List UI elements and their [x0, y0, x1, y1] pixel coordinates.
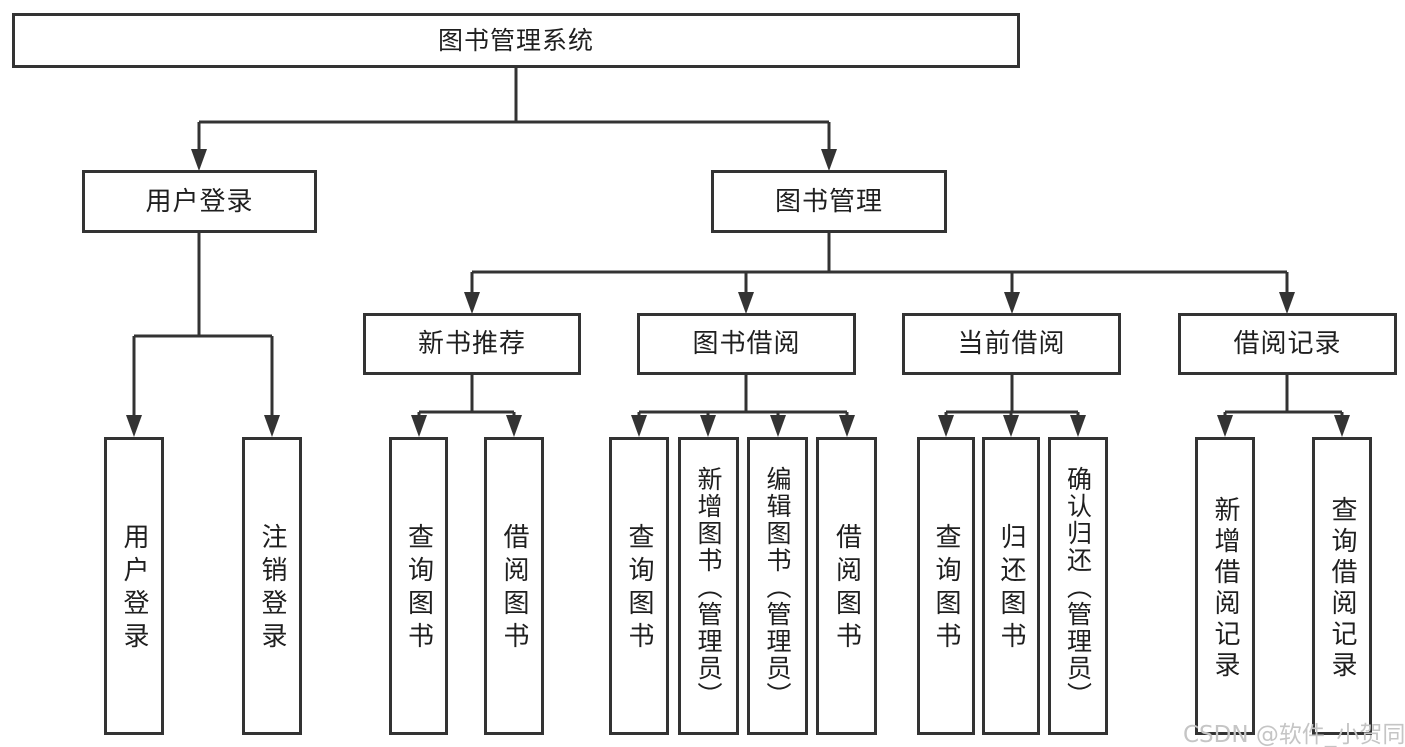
- arrowhead-icon: [191, 149, 207, 171]
- leaf-user-login: 用户登录: [104, 437, 164, 735]
- watermark-text: CSDN @软件_小贺同学: [1183, 722, 1405, 747]
- node-root: 图书管理系统: [12, 13, 1020, 68]
- leaf-borrow-books: 借阅图书: [816, 437, 877, 735]
- leaf-query-books-borrow: 查询图书: [609, 437, 669, 735]
- leaf-query-borrow-record: 查询借阅记录: [1312, 437, 1372, 735]
- leaf-edit-book-admin: 编辑图书（管理员）: [747, 437, 808, 735]
- node-book-borrow: 图书借阅: [637, 313, 856, 375]
- connector-book-management-groups: [464, 233, 1295, 314]
- leaf-add-borrow-record: 新增借阅记录: [1195, 437, 1255, 735]
- node-current-borrow: 当前借阅: [902, 313, 1121, 375]
- node-borrow-records: 借阅记录: [1178, 313, 1397, 375]
- connector-new-book-children: [411, 375, 522, 437]
- connector-current-borrow-children: [938, 375, 1086, 437]
- leaf-add-book-admin: 新增图书（管理员）: [678, 437, 739, 735]
- connector-book-borrow-children: [631, 375, 855, 437]
- connector-user-login-children: [126, 233, 280, 437]
- node-book-management: 图书管理: [711, 170, 947, 233]
- leaf-logout: 注销登录: [242, 437, 302, 735]
- connector-root-to-branches: [191, 68, 837, 171]
- leaf-confirm-return-admin: 确认归还（管理员）: [1048, 437, 1108, 735]
- leaf-return-book: 归还图书: [982, 437, 1040, 735]
- leaf-query-books-current: 查询图书: [917, 437, 975, 735]
- arrowhead-icon: [821, 149, 837, 171]
- leaf-query-books-recommend: 查询图书: [389, 437, 448, 735]
- leaf-borrow-books-recommend: 借阅图书: [484, 437, 544, 735]
- node-new-book-recommend: 新书推荐: [363, 313, 581, 375]
- node-user-login: 用户登录: [82, 170, 317, 233]
- connector-borrow-records-children: [1217, 375, 1350, 437]
